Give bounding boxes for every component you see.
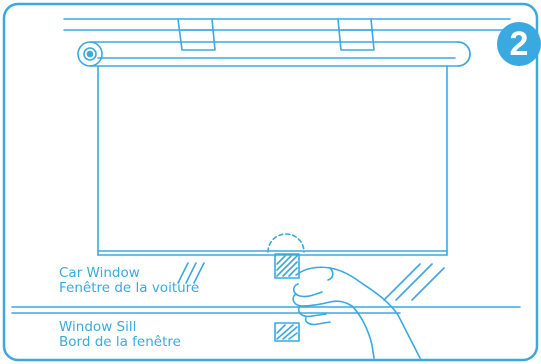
window-sill-label-fr: Bord de la fenêtre — [59, 335, 181, 350]
hook-position-indicator — [268, 234, 304, 252]
sunshade-panel — [98, 66, 447, 255]
clip-left — [178, 19, 215, 50]
window-sill-label: Window Sill Bord de la fenêtre — [59, 320, 181, 350]
sill-hook — [275, 323, 299, 341]
window-hook — [275, 254, 299, 278]
car-window-label-fr: Fenêtre de la voiture — [59, 281, 199, 296]
glass-reflection-right — [384, 264, 444, 300]
car-window-label-en: Car Window — [59, 266, 199, 281]
clip-right — [338, 19, 374, 50]
step-number-badge: 2 — [497, 22, 541, 66]
roller-tube — [78, 42, 470, 66]
car-window-label: Car Window Fenêtre de la voiture — [59, 266, 199, 296]
window-sill-label-en: Window Sill — [59, 320, 181, 335]
